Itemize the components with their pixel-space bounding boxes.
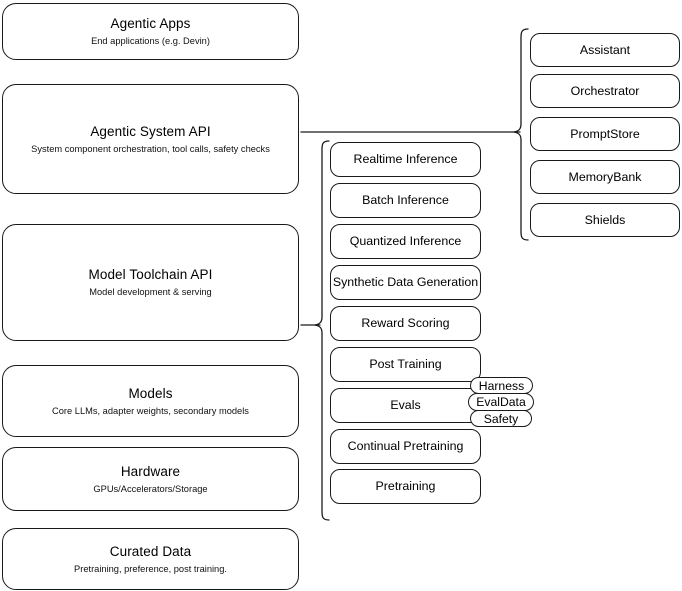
component-label: Evals — [390, 398, 421, 412]
layer-subtitle: Model development & serving — [89, 287, 212, 297]
layer-agentic-apps[interactable]: Agentic Apps End applications (e.g. Devi… — [2, 3, 299, 60]
layer-models[interactable]: Models Core LLMs, adapter weights, secon… — [2, 365, 299, 437]
evals-pill-evaldata[interactable]: EvalData — [468, 393, 534, 411]
brace-system-components — [513, 28, 529, 241]
component-realtime-inference[interactable]: Realtime Inference — [330, 142, 481, 177]
layer-subtitle: Pretraining, preference, post training. — [74, 563, 227, 574]
layer-title: Agentic Apps — [110, 16, 191, 31]
layer-title: Agentic System API — [90, 123, 211, 139]
layer-title: Curated Data — [109, 543, 192, 559]
layer-model-toolchain-api[interactable]: Model Toolchain API Model development & … — [2, 224, 299, 341]
component-label: Pretraining — [375, 479, 436, 493]
component-post-training[interactable]: Post Training — [330, 347, 481, 382]
layer-title: Hardware — [120, 463, 181, 479]
brace-toolchain-components — [314, 140, 330, 521]
layer-title: Models — [128, 385, 173, 401]
component-shields[interactable]: Shields — [530, 203, 680, 237]
layer-subtitle: End applications (e.g. Devin) — [91, 36, 210, 46]
component-promptstore[interactable]: PromptStore — [530, 117, 680, 151]
layer-agentic-system-api[interactable]: Agentic System API System component orch… — [2, 84, 299, 194]
component-pretraining[interactable]: Pretraining — [330, 469, 481, 504]
layer-hardware[interactable]: Hardware GPUs/Accelerators/Storage — [2, 447, 299, 511]
layer-subtitle: GPUs/Accelerators/Storage — [93, 483, 208, 494]
component-label: PromptStore — [570, 126, 640, 141]
component-label: Batch Inference — [362, 193, 449, 207]
component-reward-scoring[interactable]: Reward Scoring — [330, 306, 481, 341]
component-memorybank[interactable]: MemoryBank — [530, 160, 680, 194]
component-label: Assistant — [579, 42, 631, 57]
evals-pill-harness[interactable]: Harness — [470, 377, 533, 394]
layer-subtitle: Core LLMs, adapter weights, secondary mo… — [52, 405, 249, 416]
component-label: MemoryBank — [568, 169, 642, 184]
component-label: Reward Scoring — [361, 316, 450, 330]
component-label: Post Training — [369, 357, 442, 371]
evals-pill-safety[interactable]: Safety — [470, 410, 532, 427]
component-orchestrator[interactable]: Orchestrator — [530, 74, 680, 108]
component-quantized-inference[interactable]: Quantized Inference — [330, 224, 481, 259]
component-label: Orchestrator — [570, 83, 640, 98]
layer-curated-data[interactable]: Curated Data Pretraining, preference, po… — [2, 528, 299, 590]
component-continual-pretraining[interactable]: Continual Pretraining — [330, 429, 481, 464]
component-label: Shields — [584, 212, 626, 227]
component-evals[interactable]: Evals — [330, 388, 481, 423]
component-label: Quantized Inference — [349, 234, 462, 248]
component-assistant[interactable]: Assistant — [530, 33, 680, 67]
layer-title: Model Toolchain API — [88, 267, 213, 282]
component-label: Continual Pretraining — [347, 439, 464, 453]
component-label: Synthetic Data Generation — [332, 275, 479, 289]
component-label: Realtime Inference — [353, 152, 458, 166]
layer-subtitle: System component orchestration, tool cal… — [31, 143, 270, 154]
component-synthetic-data-generation[interactable]: Synthetic Data Generation — [330, 265, 481, 300]
component-batch-inference[interactable]: Batch Inference — [330, 183, 481, 218]
